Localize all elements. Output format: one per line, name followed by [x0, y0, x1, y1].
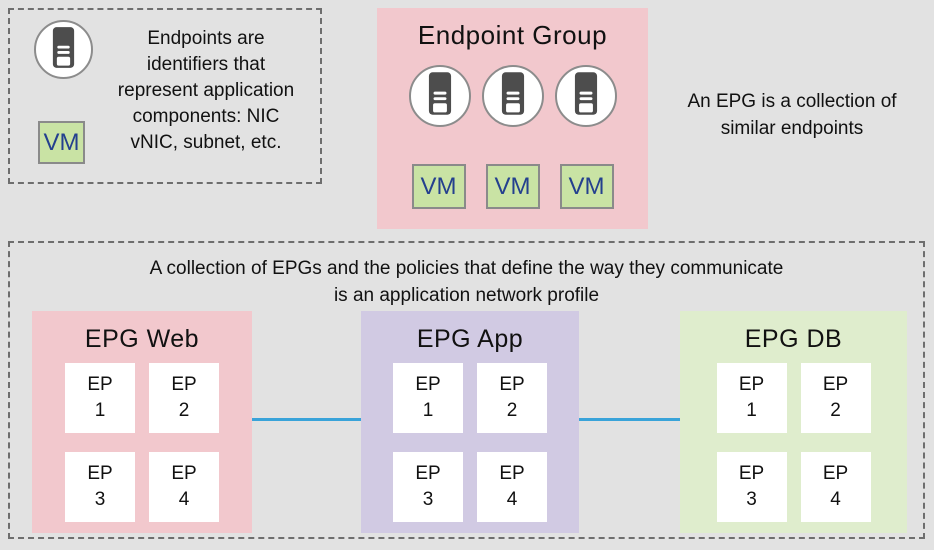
ep-cell: EP 2 — [477, 363, 547, 433]
server-icon — [52, 26, 75, 74]
ep-label: EP — [738, 463, 765, 484]
epg-note-line: An EPG is a collection of — [687, 91, 897, 112]
epg-card-title: EPG DB — [744, 325, 843, 353]
vm-row: VM VM VM — [377, 164, 648, 209]
ep-number: 1 — [94, 400, 106, 421]
endpoint-definition-box: VM Endpoints are identifiers that repres… — [8, 8, 322, 184]
ep-number: 4 — [830, 489, 841, 510]
note-line: components: NIC — [132, 106, 280, 127]
epg-card-title: EPG Web — [84, 325, 200, 353]
endpoint-icon-row — [377, 65, 648, 127]
ep-label: EP — [822, 463, 849, 484]
ep-cell: EP 3 — [393, 452, 463, 522]
ep-cell: EP 4 — [800, 452, 871, 522]
note-line: vNIC, subnet, etc. — [130, 132, 282, 153]
ep-number: 1 — [746, 400, 757, 421]
ep-grid: EP 1 EP 2 EP 3 EP 4 — [716, 363, 871, 522]
ep-cell: EP 1 — [393, 363, 463, 433]
ep-number: 4 — [178, 489, 190, 510]
epg-connector-line — [579, 418, 680, 421]
server-icon — [501, 71, 525, 121]
ep-cell: EP 4 — [477, 452, 547, 522]
ep-label: EP — [822, 374, 849, 395]
server-icon — [428, 71, 452, 121]
ep-label: EP — [87, 374, 113, 395]
note-line: Endpoints are — [147, 28, 265, 49]
ep-label: EP — [87, 463, 113, 484]
ep-label: EP — [738, 374, 765, 395]
epg-card-app: EPG App EP 1 EP 2 EP 3 EP 4 — [361, 311, 579, 533]
epg-note-line: similar endpoints — [720, 118, 864, 139]
profile-caption: A collection of EPGs and the policies th… — [10, 255, 923, 309]
endpoint-circle — [408, 65, 471, 127]
endpoint-circle — [554, 65, 617, 127]
ep-label: EP — [499, 463, 525, 484]
ep-label: EP — [171, 463, 197, 484]
epg-card-web: EPG Web EP 1 EP 2 EP 3 EP 4 — [32, 311, 252, 533]
endpoint-circle — [34, 20, 93, 79]
vm-label: VM — [568, 172, 605, 200]
ep-cell: EP 3 — [716, 452, 787, 522]
note-line: represent application — [117, 80, 295, 101]
epg-note-text: An EPG is a collection of similar endpoi… — [659, 88, 925, 142]
endpoint-definition-text: Endpoints are identifiers that represent… — [90, 26, 322, 156]
ep-number: 1 — [422, 400, 434, 421]
ep-number: 3 — [422, 489, 434, 510]
endpoint-circle — [481, 65, 544, 127]
epg-connector-line — [252, 418, 361, 421]
ep-number: 2 — [506, 400, 518, 421]
ep-cell: EP 1 — [65, 363, 135, 433]
vm-label: VM — [494, 172, 531, 200]
ep-label: EP — [171, 374, 197, 395]
vm-badge: VM — [559, 164, 614, 209]
endpoint-group-box: Endpoint Group — [377, 8, 648, 229]
epg-card-db: EPG DB EP 1 EP 2 EP 3 EP 4 — [680, 311, 907, 533]
ep-number: 3 — [94, 489, 106, 510]
ep-cell: EP 1 — [716, 363, 787, 433]
vm-badge: VM — [38, 121, 85, 164]
application-profile-box: A collection of EPGs and the policies th… — [8, 241, 925, 539]
endpoint-group-title: Endpoint Group — [417, 20, 608, 50]
ep-cell: EP 2 — [149, 363, 219, 433]
caption-line: is an application network profile — [333, 285, 600, 306]
ep-number: 2 — [830, 400, 841, 421]
vm-badge: VM — [485, 164, 540, 209]
ep-cell: EP 3 — [65, 452, 135, 522]
ep-number: 2 — [178, 400, 190, 421]
vm-label: VM — [43, 128, 80, 156]
ep-number: 4 — [506, 489, 518, 510]
caption-line: A collection of EPGs and the policies th… — [149, 258, 784, 279]
vm-badge: VM — [411, 164, 466, 209]
ep-grid: EP 1 EP 2 EP 3 EP 4 — [65, 363, 219, 522]
ep-cell: EP 4 — [149, 452, 219, 522]
ep-number: 3 — [746, 489, 757, 510]
ep-cell: EP 2 — [800, 363, 871, 433]
ep-label: EP — [499, 374, 525, 395]
vm-label: VM — [420, 172, 457, 200]
ep-label: EP — [415, 374, 441, 395]
epg-card-title: EPG App — [416, 325, 524, 353]
note-line: identifiers that — [146, 54, 266, 75]
ep-label: EP — [415, 463, 441, 484]
server-icon — [574, 71, 598, 121]
ep-grid: EP 1 EP 2 EP 3 EP 4 — [393, 363, 547, 522]
